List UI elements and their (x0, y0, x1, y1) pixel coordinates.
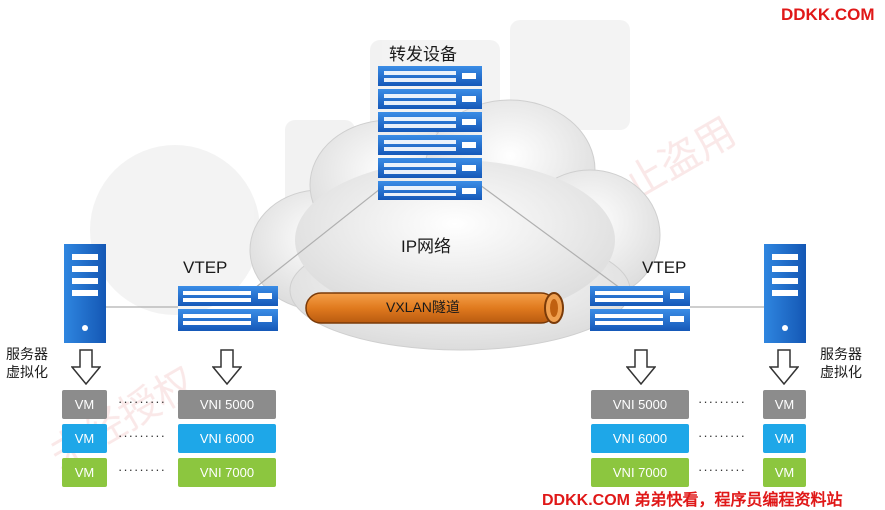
left-vtep-label: VTEP (183, 258, 228, 277)
right-dots-1: ········· (698, 394, 746, 409)
right-vtep-switch-icon (590, 286, 690, 331)
right-dots-2: ········· (698, 428, 746, 443)
right-vm-3: VM (763, 458, 806, 487)
right-vni-5000: VNI 5000 (591, 390, 689, 419)
left-vtep-switch-icon (178, 286, 278, 331)
ip-network-label: IP网络 (401, 237, 452, 256)
vxlan-tunnel (305, 292, 564, 324)
right-vtep-label: VTEP (642, 258, 687, 277)
left-server-icon (64, 244, 106, 343)
left-vni-6000: VNI 6000 (178, 424, 276, 453)
left-vni-7000: VNI 7000 (178, 458, 276, 487)
left-server-virt-label-2: 虚拟化 (6, 364, 48, 380)
left-dots-3: ········· (118, 462, 166, 477)
right-vni-6000: VNI 6000 (591, 424, 689, 453)
left-vtep-down-arrow-icon (212, 349, 242, 385)
right-vni-7000: VNI 7000 (591, 458, 689, 487)
right-vm-1: VM (763, 390, 806, 419)
left-server-virt-label-1: 服务器 (6, 346, 48, 362)
right-dots-3: ········· (698, 462, 746, 477)
left-vm-2: VM (62, 424, 107, 453)
right-server-virt-label-2: 虚拟化 (820, 364, 862, 380)
left-vm-3: VM (62, 458, 107, 487)
left-vni-5000: VNI 5000 (178, 390, 276, 419)
right-server-down-arrow-icon (769, 349, 799, 385)
right-vtep-down-arrow-icon (626, 349, 656, 385)
brand-top-right: DDKK.COM (781, 5, 875, 24)
vxlan-tunnel-label: VXLAN隧道 (386, 299, 460, 315)
brand-bottom-right: DDKK.COM 弟弟快看，程序员编程资料站 (542, 492, 843, 509)
right-server-icon (764, 244, 806, 343)
forwarding-device-label: 转发设备 (389, 45, 457, 64)
left-server-down-arrow-icon (71, 349, 101, 385)
right-vm-2: VM (763, 424, 806, 453)
left-dots-2: ········· (118, 428, 166, 443)
left-dots-1: ········· (118, 394, 166, 409)
forwarding-device-icon (378, 66, 482, 200)
left-vm-1: VM (62, 390, 107, 419)
right-server-virt-label-1: 服务器 (820, 346, 862, 362)
